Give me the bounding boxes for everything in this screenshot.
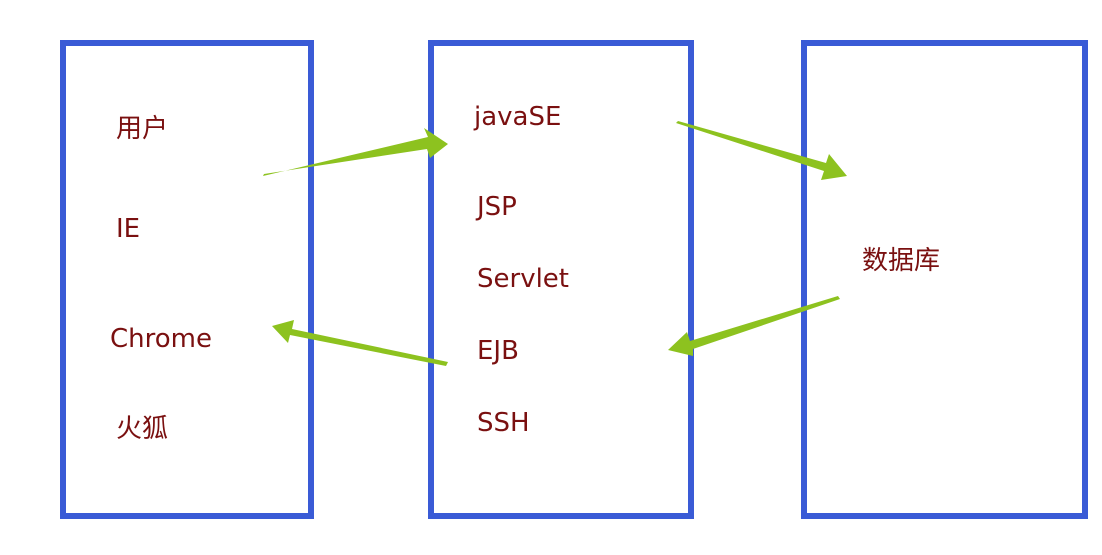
server-item-javase: javaSE — [474, 102, 562, 132]
client-item-firefox: 火狐 — [116, 414, 169, 444]
server-item-ssh: SSH — [477, 408, 530, 438]
database-box — [801, 40, 1088, 519]
client-item-ie: IE — [116, 214, 141, 244]
client-box — [60, 40, 314, 519]
server-box — [428, 40, 694, 519]
server-item-servlet: Servlet — [477, 264, 569, 294]
server-item-jsp: JSP — [477, 192, 517, 222]
client-item-user: 用户 — [116, 114, 169, 144]
server-item-ejb: EJB — [477, 336, 519, 366]
client-item-chrome: Chrome — [110, 324, 212, 354]
database-label: 数据库 — [862, 246, 941, 276]
